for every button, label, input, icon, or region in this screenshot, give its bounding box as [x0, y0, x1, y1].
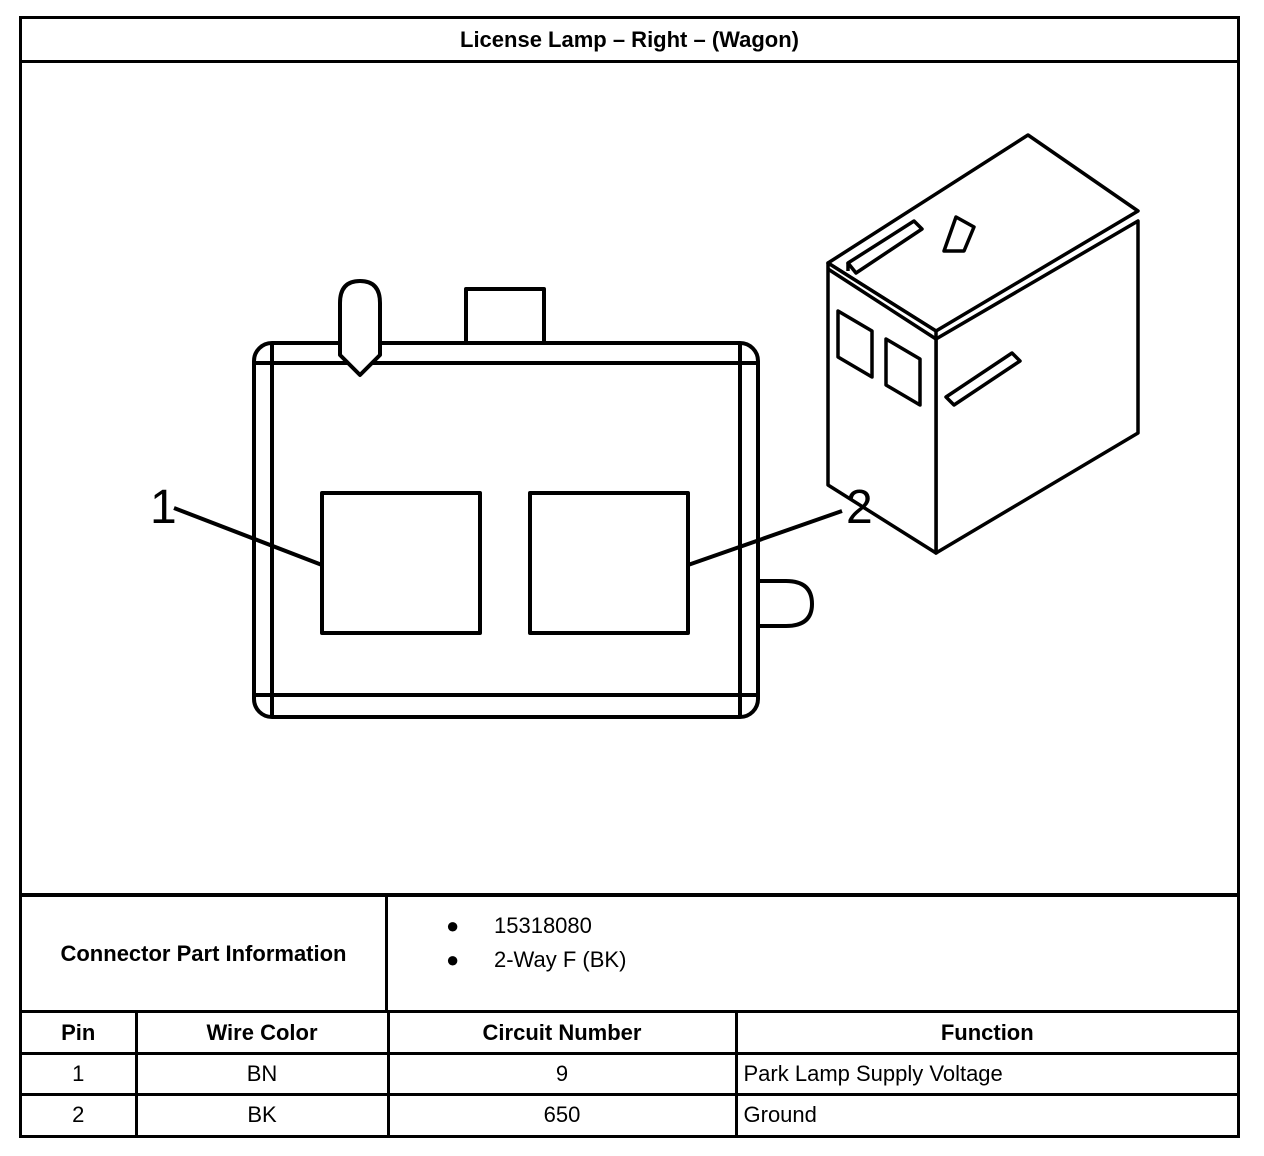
callout-1: 1: [150, 481, 177, 534]
connector-info-label: Connector Part Information: [22, 897, 388, 1010]
connector-diagram-frame: License Lamp – Right – (Wagon): [19, 16, 1240, 1138]
pin-table: Pin Wire Color Circuit Number Function 1…: [22, 1013, 1237, 1135]
callout-2: 2: [846, 481, 873, 534]
connector-part-info: Connector Part Information ● 15318080 ● …: [22, 893, 1237, 1013]
function-cell: Park Lamp Supply Voltage: [734, 1052, 1237, 1096]
table-row: 2 BK 650 Ground: [22, 1092, 1237, 1135]
connector-info-item: ● 2-Way F (BK): [388, 943, 1237, 977]
pin-table-header: Pin Wire Color Circuit Number Function: [22, 1013, 1237, 1056]
connector-illustration: 1 2: [150, 133, 1140, 719]
connector-info-list: ● 15318080 ● 2-Way F (BK): [388, 897, 1237, 1022]
header-pin: Pin: [22, 1013, 138, 1056]
pin-cavity-2: [528, 491, 690, 635]
pin-cell: 2: [22, 1092, 138, 1135]
connector-face-view: [173, 279, 843, 719]
bullet-icon: ●: [446, 913, 460, 938]
table-row: 1 BN 9 Park Lamp Supply Voltage: [22, 1052, 1237, 1096]
connector-type: 2-Way F (BK): [494, 947, 627, 972]
connector-isometric-view: [826, 133, 1140, 555]
part-number: 15318080: [494, 913, 592, 938]
header-function: Function: [734, 1013, 1237, 1056]
wire-color-cell: BK: [134, 1092, 390, 1135]
circuit-cell: 9: [386, 1052, 738, 1096]
pin-cavity-1: [320, 491, 482, 635]
function-cell: Ground: [734, 1092, 1237, 1135]
pin-cell: 1: [22, 1052, 138, 1096]
bullet-icon: ●: [446, 947, 460, 972]
connector-info-item: ● 15318080: [388, 909, 1237, 943]
wire-color-cell: BN: [134, 1052, 390, 1096]
header-circuit-number: Circuit Number: [386, 1013, 738, 1056]
header-wire-color: Wire Color: [134, 1013, 390, 1056]
connector-drawing: 1 2: [22, 63, 1237, 893]
circuit-cell: 650: [386, 1092, 738, 1135]
diagram-title: License Lamp – Right – (Wagon): [22, 19, 1237, 63]
